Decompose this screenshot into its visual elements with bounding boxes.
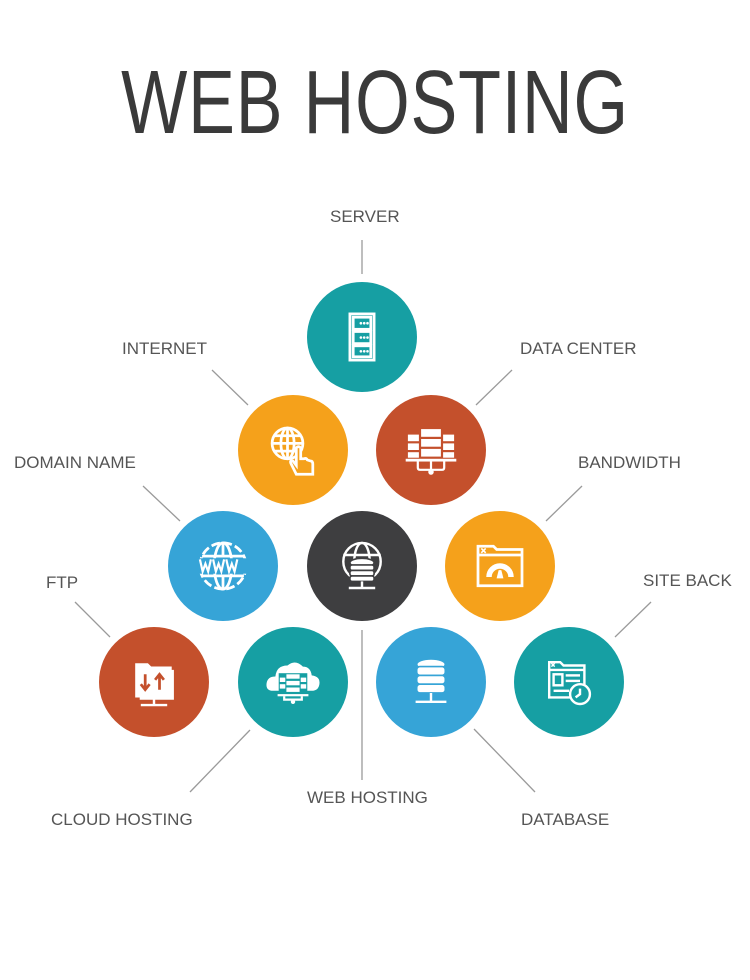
connector-database bbox=[473, 728, 536, 793]
data-center-icon bbox=[405, 429, 457, 475]
connector-internet bbox=[211, 369, 249, 406]
connector-data-center bbox=[475, 369, 513, 406]
folder-transfer-icon bbox=[135, 663, 174, 707]
node-web-hosting bbox=[307, 511, 417, 621]
node-data-center bbox=[376, 395, 486, 505]
label-cloud-hosting: CLOUD HOSTING bbox=[51, 810, 193, 829]
node-ftp bbox=[99, 627, 209, 737]
label-domain-name: DOMAIN NAME bbox=[14, 453, 136, 472]
label-data-center: DATA CENTER bbox=[520, 339, 637, 358]
node-server bbox=[307, 282, 417, 392]
label-database: DATABASE bbox=[521, 810, 610, 829]
node-internet bbox=[238, 395, 348, 505]
node-bandwidth bbox=[445, 511, 555, 621]
globe-database-icon bbox=[342, 541, 382, 590]
label-ftp: FTP bbox=[46, 573, 79, 592]
www-globe-icon bbox=[197, 541, 249, 591]
globe-hand-icon bbox=[270, 426, 315, 476]
label-server: SERVER bbox=[330, 207, 400, 226]
label-web-hosting: WEB HOSTING bbox=[307, 788, 428, 807]
cloud-server-icon bbox=[266, 662, 320, 704]
node-domain-name bbox=[168, 511, 278, 621]
page-title: WEB HOSTING bbox=[121, 53, 629, 153]
browser-clock-icon bbox=[547, 660, 592, 706]
browser-gauge-icon bbox=[476, 544, 524, 588]
database-icon bbox=[415, 658, 447, 704]
label-internet: INTERNET bbox=[122, 339, 207, 358]
node-cloud-hosting bbox=[238, 627, 348, 737]
connector-site-back bbox=[614, 601, 652, 638]
connector-domain-name bbox=[142, 485, 181, 522]
label-site-back: SITE BACK bbox=[643, 571, 732, 590]
node-site-back bbox=[514, 627, 624, 737]
connector-ftp bbox=[74, 601, 111, 638]
connector-bandwidth bbox=[545, 485, 583, 522]
label-bandwidth: BANDWIDTH bbox=[578, 453, 681, 472]
node-database bbox=[376, 627, 486, 737]
server-rack-icon bbox=[348, 312, 376, 362]
connector-cloud-hosting bbox=[189, 729, 251, 793]
